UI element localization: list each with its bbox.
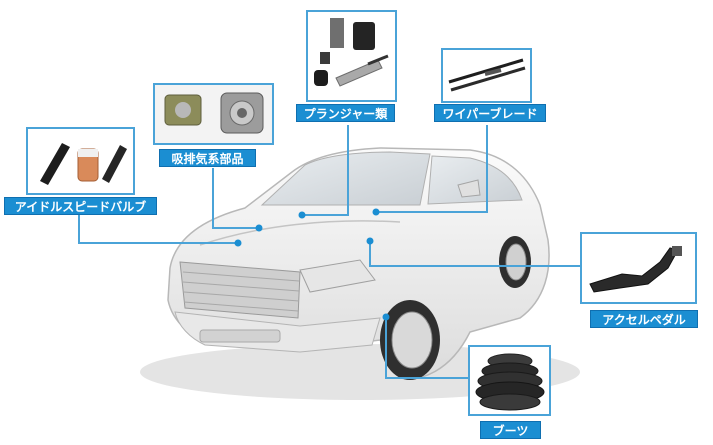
point-wiper [372, 208, 380, 216]
rubber-boot-photo [468, 345, 551, 416]
plunger-label: プランジャー類 [296, 104, 395, 122]
point-pedal [366, 237, 374, 245]
leader-line-plunger [302, 125, 349, 216]
leader-line-boots [385, 317, 468, 379]
idle-speed-valve-photo [26, 127, 135, 195]
boots-label: ブーツ [480, 421, 541, 439]
leader-line-pedal [369, 241, 580, 267]
intake-icon [155, 85, 272, 143]
wiper-label: ワイパーブレード [434, 104, 546, 122]
boot-icon [475, 353, 545, 411]
leader-line-intake [212, 168, 259, 229]
pedal-label: アクセルペダル [590, 310, 698, 328]
wiper-icon [448, 58, 526, 92]
accelerator-pedal-photo [580, 232, 697, 304]
leader-line-wiper [376, 125, 488, 213]
idle-valve-icon [40, 143, 127, 185]
pedal-icon [589, 246, 682, 293]
wiper-blade-photo [441, 48, 532, 103]
idle-label: アイドルスピードバルブ [4, 197, 157, 215]
point-intake [255, 224, 263, 232]
point-idle [234, 239, 242, 247]
point-boots [382, 313, 390, 321]
intake-label: 吸排気系部品 [159, 149, 256, 167]
plunger-parts-photo [306, 10, 397, 102]
point-plunger [298, 211, 306, 219]
plunger-icon [314, 18, 389, 87]
intake-exhaust-parts-photo [153, 83, 274, 145]
leader-line-idle [78, 215, 238, 244]
